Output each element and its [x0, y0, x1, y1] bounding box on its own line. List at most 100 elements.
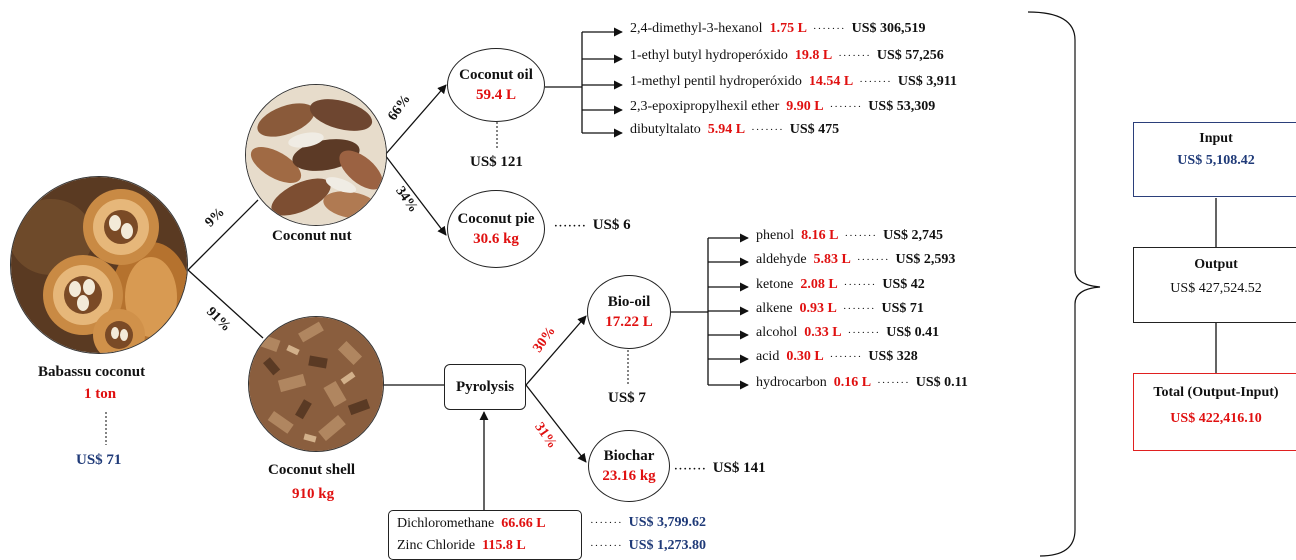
bio-oil-product-amount: 8.16 L: [801, 228, 839, 243]
coconut-pie-price-row: ·······US$ 6: [548, 217, 631, 234]
bio-oil-product-name: phenol: [756, 228, 795, 243]
oil-product-row: 2,4-dimethyl-3-hexanol 1.75 L·······US$ …: [630, 21, 925, 37]
coconut-pie-node: Coconut pie 30.6 kg: [447, 190, 545, 268]
oil-product-row: 2,3-epoxipropylhexil ether 9.90 L·······…: [630, 99, 935, 115]
oil-product-name: 2,3-epoxipropylhexil ether: [630, 99, 780, 114]
coconut-shell-amount: 910 kg: [292, 486, 335, 502]
chemical-price-row: ·······US$ 3,799.62: [584, 515, 706, 531]
bio-oil-price: US$ 7: [608, 390, 646, 406]
input-label: Input: [1199, 131, 1233, 146]
oil-product-name: 2,4-dimethyl-3-hexanol: [630, 21, 763, 36]
biochar-price-row: ······· US$ 141: [668, 460, 766, 477]
coconut-nut-label: Coconut nut: [272, 228, 352, 244]
oil-product-price: US$ 57,256: [876, 48, 944, 63]
oil-product-row: dibutyltalato 5.94 L ······· US$ 475: [630, 122, 839, 138]
chemical-row: Dichloromethane 66.66 L: [397, 516, 546, 532]
chemical-amount: 66.66 L: [501, 516, 546, 531]
chemical-amount: 115.8 L: [482, 538, 526, 553]
output-value: US$ 427,524.52: [1170, 281, 1262, 296]
input-box: Input US$ 5,108.42: [1133, 122, 1296, 197]
dotted-leader: ·······: [674, 462, 707, 475]
oil-product-row: 1-ethyl butyl hydroperóxido 19.8 L ······…: [630, 48, 944, 64]
bio-oil-product-amount: 0.93 L: [799, 301, 837, 316]
dotted-leader: ·······: [838, 49, 871, 62]
bio-oil-product-name: alcohol: [756, 325, 798, 340]
total-label: Total (Output-Input): [1153, 385, 1279, 400]
chemical-name: Zinc Chloride: [397, 538, 476, 553]
bio-oil-product-row: phenol 8.16 L·······US$ 2,745: [756, 228, 943, 244]
bio-oil-product-row: acid 0.30 L ······· US$ 328: [756, 349, 918, 365]
bio-oil-product-price: US$ 71: [881, 301, 924, 316]
coconut-oil-node: Coconut oil 59.4 L: [447, 48, 545, 122]
coconut-oil-amount: 59.4 L: [475, 87, 516, 103]
oil-product-name: dibutyltalato: [630, 122, 701, 137]
oil-product-amount: 14.54 L: [808, 74, 854, 89]
dotted-leader: ·······: [590, 516, 623, 529]
total-value: US$ 422,416.10: [1170, 411, 1262, 426]
oil-product-price: US$ 475: [789, 122, 840, 137]
babassu-price: US$ 71: [76, 452, 122, 468]
pyrolysis-label: Pyrolysis: [455, 379, 515, 395]
biochar-amount: 23.16 kg: [602, 468, 656, 484]
oil-product-price: US$ 3,911: [897, 74, 957, 89]
bio-oil-product-row: aldehyde 5.83 L ······· US$ 2,593: [756, 252, 955, 268]
dotted-leader: ·······: [590, 539, 623, 552]
bio-oil-label: Bio-oil: [607, 294, 651, 310]
biochar-node: Biochar 23.16 kg: [588, 430, 670, 502]
dotted-leader: ·······: [751, 123, 784, 136]
oil-product-amount: 19.8 L: [794, 48, 833, 63]
bio-oil-product-amount: 0.33 L: [804, 325, 842, 340]
bio-oil-product-name: alkene: [756, 301, 793, 316]
bio-oil-product-amount: 0.30 L: [786, 349, 824, 364]
babassu-coconut-photo: [10, 176, 188, 354]
oil-product-amount: 9.90 L: [786, 99, 824, 114]
bio-oil-product-price: US$ 328: [868, 349, 918, 364]
oil-product-price: US$ 53,309: [868, 99, 936, 114]
babassu-label: Babassu coconut: [38, 364, 146, 380]
chemicals-box: Dichloromethane 66.66 L Zinc Chloride 11…: [388, 510, 582, 560]
bio-oil-product-row: alkene 0.93 L ······· US$ 71: [756, 301, 924, 317]
oil-product-name: 1-ethyl butyl hydroperóxido: [630, 48, 788, 63]
bio-oil-product-amount: 0.16 L: [833, 375, 872, 390]
pyrolysis-box: Pyrolysis: [444, 364, 526, 410]
coconut-pie-label: Coconut pie: [457, 211, 535, 227]
dotted-leader: ·······: [843, 278, 877, 291]
chemical-name: Dichloromethane: [397, 516, 495, 531]
output-label: Output: [1194, 257, 1238, 272]
coconut-nut-photo: [245, 84, 387, 226]
chemical-price: US$ 1,273.80: [628, 538, 707, 553]
bio-oil-product-name: ketone: [756, 277, 794, 292]
bio-oil-product-amount: 2.08 L: [800, 277, 838, 292]
bio-oil-product-name: hydrocarbon: [756, 375, 827, 390]
bio-oil-product-price: US$ 2,745: [883, 228, 944, 243]
coconut-shell-photo: [248, 316, 384, 452]
dotted-leader: ·······: [842, 302, 876, 315]
dotted-leader: ·······: [829, 350, 863, 363]
coconut-shell-label: Coconut shell: [268, 462, 356, 478]
bio-oil-product-amount: 5.83 L: [813, 252, 851, 267]
biochar-price: US$ 141: [712, 460, 766, 476]
dotted-leader: ·······: [859, 75, 892, 88]
oil-product-amount: 1.75 L: [769, 21, 807, 36]
bio-oil-product-row: alcohol 0.33 L ······· US$ 0.41: [756, 325, 939, 341]
biochar-label: Biochar: [603, 448, 655, 464]
input-value: US$ 5,108.42: [1177, 153, 1255, 168]
chemical-price-row: ······· US$ 1,273.80: [584, 538, 706, 554]
dotted-leader: ·······: [856, 253, 890, 266]
oil-product-amount: 5.94 L: [707, 122, 746, 137]
bio-oil-product-name: aldehyde: [756, 252, 807, 267]
bio-oil-product-price: US$ 2,593: [895, 252, 956, 267]
bio-oil-product-name: acid: [756, 349, 780, 364]
output-box: Output US$ 427,524.52: [1133, 247, 1296, 323]
bio-oil-amount: 17.22 L: [605, 314, 653, 330]
oil-product-name: 1-methyl pentil hydroperóxido: [630, 74, 802, 89]
oil-product-row: 1-methyl pentil hydroperóxido 14.54 L ···…: [630, 74, 957, 90]
dotted-leader: ·······: [847, 326, 881, 339]
coconut-pie-price: US$ 6: [592, 217, 631, 233]
bio-oil-product-row: hydrocarbon 0.16 L·······US$ 0.11: [756, 375, 968, 391]
bio-oil-product-price: US$ 0.41: [886, 325, 940, 340]
total-box: Total (Output-Input) US$ 422,416.10: [1133, 373, 1296, 451]
bio-oil-product-row: ketone 2.08 L·······US$ 42: [756, 277, 925, 293]
bio-oil-node: Bio-oil 17.22 L: [587, 275, 671, 349]
